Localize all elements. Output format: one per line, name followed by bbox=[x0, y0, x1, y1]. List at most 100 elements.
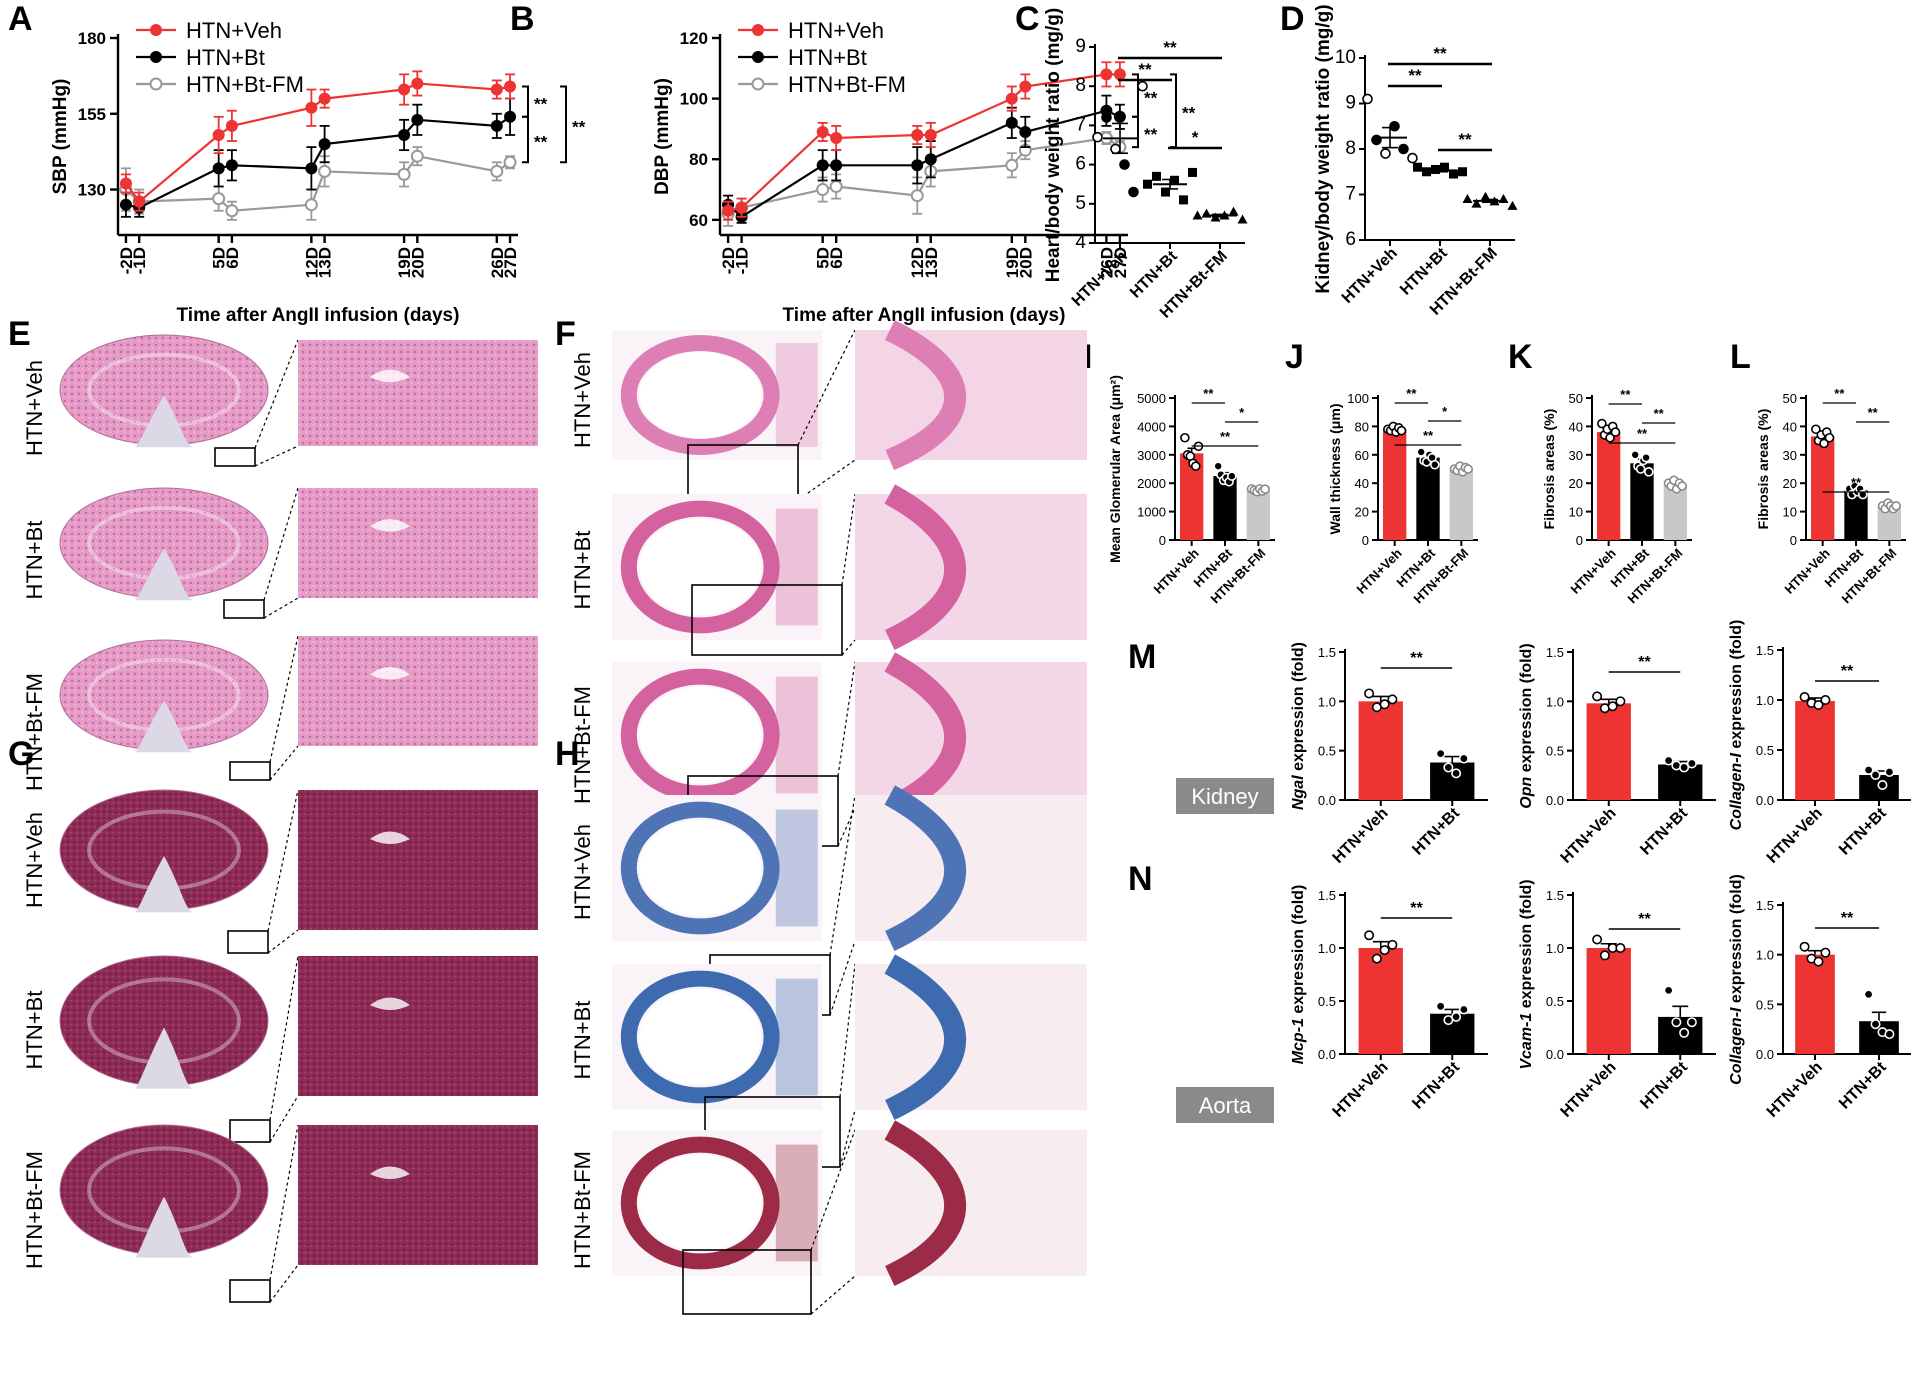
G2-row-label: HTN+Bt bbox=[22, 991, 47, 1070]
F2-zoom-wall bbox=[884, 484, 967, 650]
x-category-label: HTN+Bt bbox=[1637, 1058, 1691, 1112]
E2-zoom-line bbox=[263, 487, 299, 601]
y-tick-label: 100 bbox=[1347, 391, 1369, 406]
y-tick-label: 0.5 bbox=[1318, 744, 1336, 759]
x-tick-label: -1D bbox=[733, 247, 752, 274]
data-point bbox=[1430, 459, 1440, 470]
y-tick-label: 0 bbox=[1159, 533, 1166, 548]
legend-marker bbox=[149, 77, 163, 91]
sig-label: ** bbox=[1868, 405, 1879, 420]
y-axis-label-gene: Collagen-I bbox=[1728, 752, 1745, 830]
E3-kidney-hilum bbox=[134, 700, 194, 753]
sig-bracket bbox=[522, 115, 529, 164]
data-point bbox=[1398, 143, 1409, 155]
data-point bbox=[490, 119, 503, 132]
H3-zoom-wall bbox=[884, 1120, 967, 1286]
panel-letter-B: B bbox=[510, 0, 535, 38]
data-point bbox=[1100, 68, 1113, 81]
data-point bbox=[1237, 214, 1248, 224]
bar-HTN+Bt-FM bbox=[1246, 490, 1270, 540]
data-point bbox=[212, 162, 225, 175]
data-point bbox=[1113, 68, 1126, 81]
legend-marker bbox=[150, 24, 162, 36]
y-tick-label: 60 bbox=[1355, 448, 1369, 463]
y-tick-label: 30 bbox=[1783, 448, 1797, 463]
sig-label: ** bbox=[1834, 386, 1845, 401]
y-tick-label: 0.0 bbox=[1756, 1047, 1774, 1062]
legend-label: HTN+Veh bbox=[186, 18, 282, 43]
data-point bbox=[1019, 80, 1032, 93]
panel-letter-D: D bbox=[1280, 0, 1305, 38]
y-axis-label: SBP (mmHg) bbox=[50, 79, 71, 195]
data-point bbox=[1192, 210, 1203, 220]
H3-zoom-line bbox=[810, 1275, 856, 1315]
y-tick-label: 8 bbox=[1075, 75, 1086, 96]
y-axis-label-unit: expression (fold) bbox=[1518, 879, 1535, 1012]
data-point bbox=[1387, 939, 1398, 950]
y-axis-label-unit: expression (fold) bbox=[1728, 874, 1745, 1007]
legend-marker bbox=[752, 24, 764, 36]
y-axis-label-gene: Ngal bbox=[1290, 775, 1307, 810]
data-point bbox=[304, 198, 318, 212]
data-point bbox=[1663, 755, 1674, 766]
G3-zoom-line bbox=[269, 1124, 299, 1281]
x-tick-label: 19D bbox=[395, 247, 414, 278]
bar-HTN+Bt-FM bbox=[1663, 484, 1687, 540]
E2-zoom-line bbox=[263, 597, 299, 619]
F1-vessel-lumen bbox=[639, 352, 762, 438]
y-tick-label: 1.5 bbox=[1318, 645, 1336, 660]
G3-inset-box bbox=[229, 1279, 271, 1303]
data-point bbox=[1799, 691, 1810, 702]
G2-inset-box bbox=[229, 1119, 271, 1143]
sig-label: ** bbox=[1620, 387, 1631, 402]
E3-row-label: HTN+Bt-FM bbox=[22, 673, 47, 791]
data-point bbox=[1644, 467, 1654, 477]
E2-row-label: HTN+Bt bbox=[22, 521, 47, 600]
sig-bracket bbox=[1170, 73, 1177, 149]
y-tick-label: 7 bbox=[1345, 184, 1356, 205]
data-point bbox=[1507, 200, 1518, 210]
sig-label: ** bbox=[1638, 654, 1651, 671]
series-line-HTN+Veh bbox=[125, 82, 511, 204]
y-tick-label: 1000 bbox=[1137, 505, 1166, 520]
y-axis-label: Heart/body weight ratio (mg/g) bbox=[1043, 8, 1064, 282]
sig-label: ** bbox=[1841, 910, 1854, 927]
x-tick-label: 19D bbox=[1003, 247, 1022, 278]
data-point bbox=[1870, 1019, 1881, 1030]
bar-HTN+Bt bbox=[1844, 490, 1868, 540]
F1-zoom-image bbox=[855, 330, 1087, 460]
data-point bbox=[1228, 206, 1239, 216]
data-point bbox=[225, 159, 238, 172]
F1-row-label: HTN+Veh bbox=[570, 352, 595, 448]
bar-HTN+Veh bbox=[1383, 429, 1407, 540]
bar-HTN+Bt-FM bbox=[1449, 469, 1473, 540]
y-tick-label: 40 bbox=[1355, 476, 1369, 491]
H2-vessel-lumen bbox=[639, 988, 762, 1086]
kidney-tag-box bbox=[1176, 778, 1274, 814]
x-tick-label: 13D bbox=[922, 247, 941, 278]
E1-kidney-hilum bbox=[134, 395, 194, 448]
H1-vessel-lumen bbox=[639, 819, 762, 917]
data-point bbox=[1462, 194, 1473, 204]
y-tick-label: 40 bbox=[1569, 419, 1583, 434]
data-point bbox=[1679, 1027, 1690, 1038]
bar-HTN+Bt bbox=[1213, 476, 1237, 540]
data-point bbox=[1190, 461, 1201, 471]
bar-HTN+Bt-FM bbox=[1877, 505, 1901, 540]
data-point bbox=[1362, 93, 1373, 105]
legend-marker bbox=[751, 77, 765, 91]
y-tick-label: 6 bbox=[1075, 154, 1086, 175]
y-tick-label: 1.5 bbox=[1756, 643, 1774, 658]
E3-inset-box bbox=[229, 761, 271, 781]
data-point bbox=[1119, 159, 1130, 170]
H1-zoom-line bbox=[829, 794, 856, 956]
data-point bbox=[1443, 762, 1454, 773]
legend-label: HTN+Bt bbox=[186, 45, 265, 70]
y-axis-label-unit: expression (fold) bbox=[1518, 643, 1535, 776]
y-tick-label: 6 bbox=[1345, 229, 1356, 250]
